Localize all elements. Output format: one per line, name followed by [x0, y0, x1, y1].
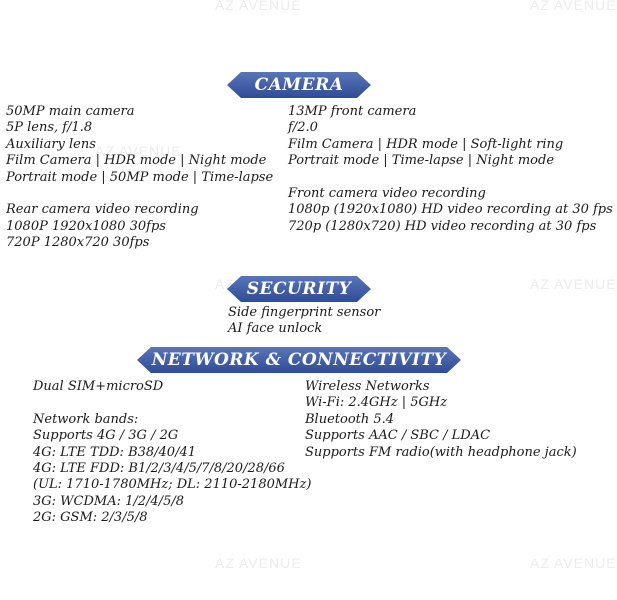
watermark: AZ AVENUE [215, 0, 302, 13]
spec-line [6, 186, 273, 202]
camera-section-title: CAMERA [227, 72, 371, 98]
spec-line: 1080P 1920x1080 30fps [6, 218, 166, 234]
spec-line: Front camera video recording [288, 186, 486, 202]
spec-line [33, 395, 311, 411]
front-camera-specs: 13MP front camera f/2.0 Film Camera | HD… [288, 104, 613, 235]
rear-camera-specs: 50MP main camera 5P lens, f/1.8 Auxiliar… [6, 104, 273, 252]
watermark: AZ AVENUE [95, 143, 182, 159]
spec-line: f/2.0 [288, 120, 318, 136]
spec-line: Side fingerprint sensor [228, 305, 381, 320]
spec-line: Dual SIM+microSD [33, 379, 164, 394]
watermark: AZ AVENUE [530, 276, 617, 292]
spec-line: 4G: LTE TDD: B38/40/41 [33, 444, 197, 460]
spec-line: 5P lens, f/1.8 [6, 120, 93, 136]
spec-line: Supports AAC / SBC / LDAC [305, 428, 491, 444]
network-bands-specs: Dual SIM+microSD Network bands: Supports… [33, 379, 311, 527]
spec-line: Bluetooth 5.4 [305, 411, 395, 427]
watermark: AZ AVENUE [530, 0, 617, 13]
spec-line: (UL: 1710-1780MHz; DL: 2110-2180MHz) [33, 477, 312, 493]
spec-line: 720P 1280x720 30fps [6, 235, 150, 251]
security-section-title: SECURITY [227, 276, 371, 302]
spec-line: 4G: LTE FDD: B1/2/3/4/5/7/8/20/28/66 [33, 461, 285, 477]
spec-line: Film Camera | HDR mode | Soft-light ring [288, 136, 564, 152]
watermark: AZ AVENUE [530, 555, 617, 571]
spec-line: 2G: GSM: 2/3/5/8 [33, 510, 148, 526]
spec-line: Supports FM radio(with headphone jack) [305, 444, 577, 460]
spec-line: 1080p (1920x1080) HD video recording at … [288, 202, 613, 218]
watermark: AZ AVENUE [215, 555, 302, 571]
spec-line: 50MP main camera [6, 104, 135, 119]
spec-line: 13MP front camera [288, 104, 417, 119]
wireless-specs: Wireless Networks Wi-Fi: 2.4GHz | 5GHz B… [305, 379, 577, 461]
spec-line: Auxiliary lens [6, 136, 96, 152]
security-specs: Side fingerprint sensor AI face unlock [228, 305, 380, 338]
spec-line [288, 170, 613, 186]
spec-line: 3G: WCDMA: 1/2/4/5/8 [33, 493, 184, 509]
spec-line: Wi-Fi: 2.4GHz | 5GHz [305, 395, 448, 411]
spec-line: Rear camera video recording [6, 202, 199, 218]
spec-line: 720p (1280x720) HD video recording at 30… [288, 218, 597, 234]
spec-line: Supports 4G / 3G / 2G [33, 428, 179, 444]
spec-line: Network bands: [33, 411, 139, 427]
spec-line: Portrait mode | 50MP mode | Time-lapse [6, 169, 274, 185]
spec-line: Wireless Networks [305, 379, 430, 394]
spec-line: Portrait mode | Time-lapse | Night mode [288, 153, 555, 169]
spec-line: Film Camera | HDR mode | Night mode [6, 153, 267, 169]
spec-line: AI face unlock [228, 321, 323, 337]
network-section-title: NETWORK & CONNECTIVITY [137, 347, 461, 373]
